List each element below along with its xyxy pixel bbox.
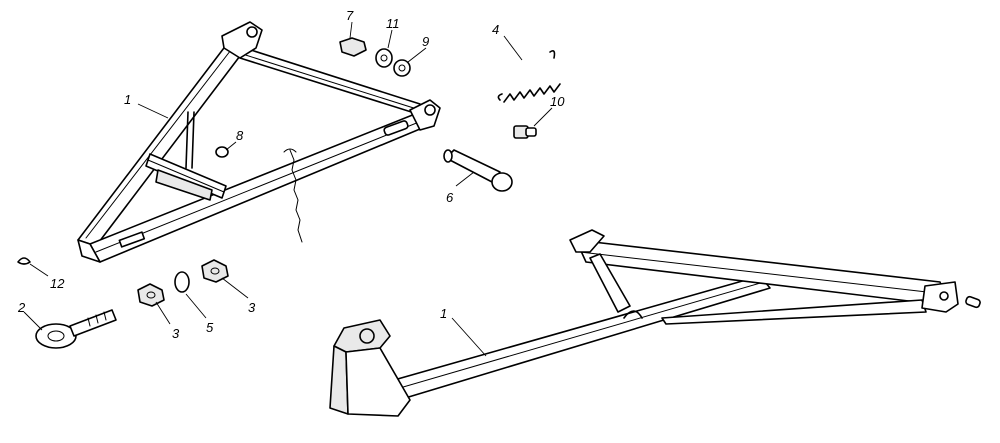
a-frame-upper bbox=[77, 21, 441, 263]
pin-6 bbox=[443, 149, 513, 192]
spring-4 bbox=[497, 50, 561, 103]
fitting-10 bbox=[513, 125, 537, 139]
callout-12: 12 bbox=[50, 276, 65, 291]
nut-7 bbox=[339, 37, 367, 57]
callout-4: 4 bbox=[492, 22, 499, 37]
callout-2: 2 bbox=[17, 300, 26, 315]
callout-3-left: 3 bbox=[172, 326, 180, 341]
frame-lower bbox=[329, 229, 981, 417]
nut-3-right bbox=[201, 259, 229, 283]
callout-5: 5 bbox=[206, 320, 214, 335]
callout-9: 9 bbox=[422, 34, 429, 49]
callout-7: 7 bbox=[346, 8, 354, 23]
nut-3-left bbox=[137, 283, 165, 307]
callout-10: 10 bbox=[550, 94, 565, 109]
cotter-12 bbox=[17, 257, 31, 265]
callout-1-upper: 1 bbox=[124, 92, 131, 107]
callout-11: 11 bbox=[386, 16, 400, 31]
callout-6: 6 bbox=[446, 190, 454, 205]
lock-washer-5 bbox=[174, 271, 190, 293]
callout-8: 8 bbox=[236, 128, 244, 143]
leader-lines bbox=[23, 21, 553, 357]
washer-11 bbox=[375, 48, 393, 68]
callout-1-lower: 1 bbox=[440, 306, 447, 321]
callout-3-right: 3 bbox=[248, 300, 256, 315]
eye-bolt-2 bbox=[35, 309, 117, 349]
washer-9 bbox=[393, 59, 411, 77]
